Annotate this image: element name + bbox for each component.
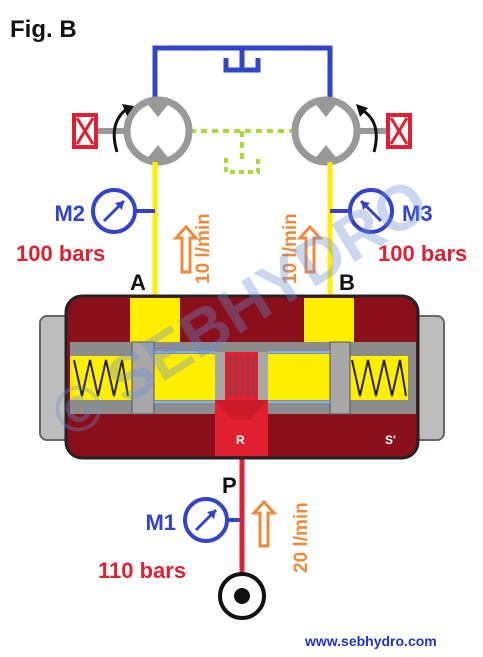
- spring-icon: [351, 359, 407, 397]
- drain-line: [190, 129, 295, 174]
- flow-pump-label: 20 l/min: [291, 502, 312, 573]
- gauge-m1-name: M1: [145, 510, 176, 535]
- port-a-channel: [130, 298, 180, 342]
- gauge-m3-pressure: 100 bars: [378, 241, 467, 266]
- spring-icon: [73, 359, 129, 397]
- rotation-arrow-icon: [361, 108, 378, 153]
- left-brake: [72, 113, 130, 149]
- port-b-label: B: [339, 270, 355, 295]
- figure-title: Fig. B: [10, 16, 77, 43]
- motor-icon: [123, 96, 193, 166]
- flow-left-label: 10 l/min: [193, 213, 214, 284]
- gauge-m3: M3 100 bars: [348, 188, 467, 266]
- gauge-m1-pressure: 110 bars: [98, 558, 186, 583]
- gauge-m3-name: M3: [402, 201, 433, 226]
- right-motor: [291, 96, 378, 166]
- valve-assembly: R S': [39, 294, 445, 460]
- port-a-label: A: [130, 270, 146, 295]
- left-motor: [112, 96, 193, 166]
- port-p-label: P: [222, 473, 237, 498]
- gauge-m2-pressure: 100 bars: [16, 241, 105, 266]
- gauge-m2-name: M2: [54, 201, 85, 226]
- gauge-m1: M1 110 bars: [98, 497, 229, 583]
- flow-arrow-pump: 20 l/min: [250, 499, 312, 573]
- valve-label-r: R: [236, 433, 245, 447]
- right-brake: [355, 113, 412, 149]
- gauge-m2: M2 100 bars: [16, 188, 137, 266]
- valve-label-s: S': [385, 433, 396, 447]
- motor-icon: [291, 96, 361, 166]
- tank-icon: [224, 158, 260, 174]
- flow-arrow-left: 10 l/min: [172, 213, 214, 284]
- flow-arrow-right: 10 l/min: [280, 213, 324, 284]
- pump: [218, 572, 266, 620]
- return-line: [152, 45, 333, 100]
- port-b-channel: [304, 298, 354, 342]
- right-spring-chamber: [348, 356, 408, 400]
- website-link[interactable]: www.sebhydro.com: [304, 633, 437, 649]
- flow-right-label: 10 l/min: [280, 213, 301, 284]
- tank-icon: [223, 58, 261, 73]
